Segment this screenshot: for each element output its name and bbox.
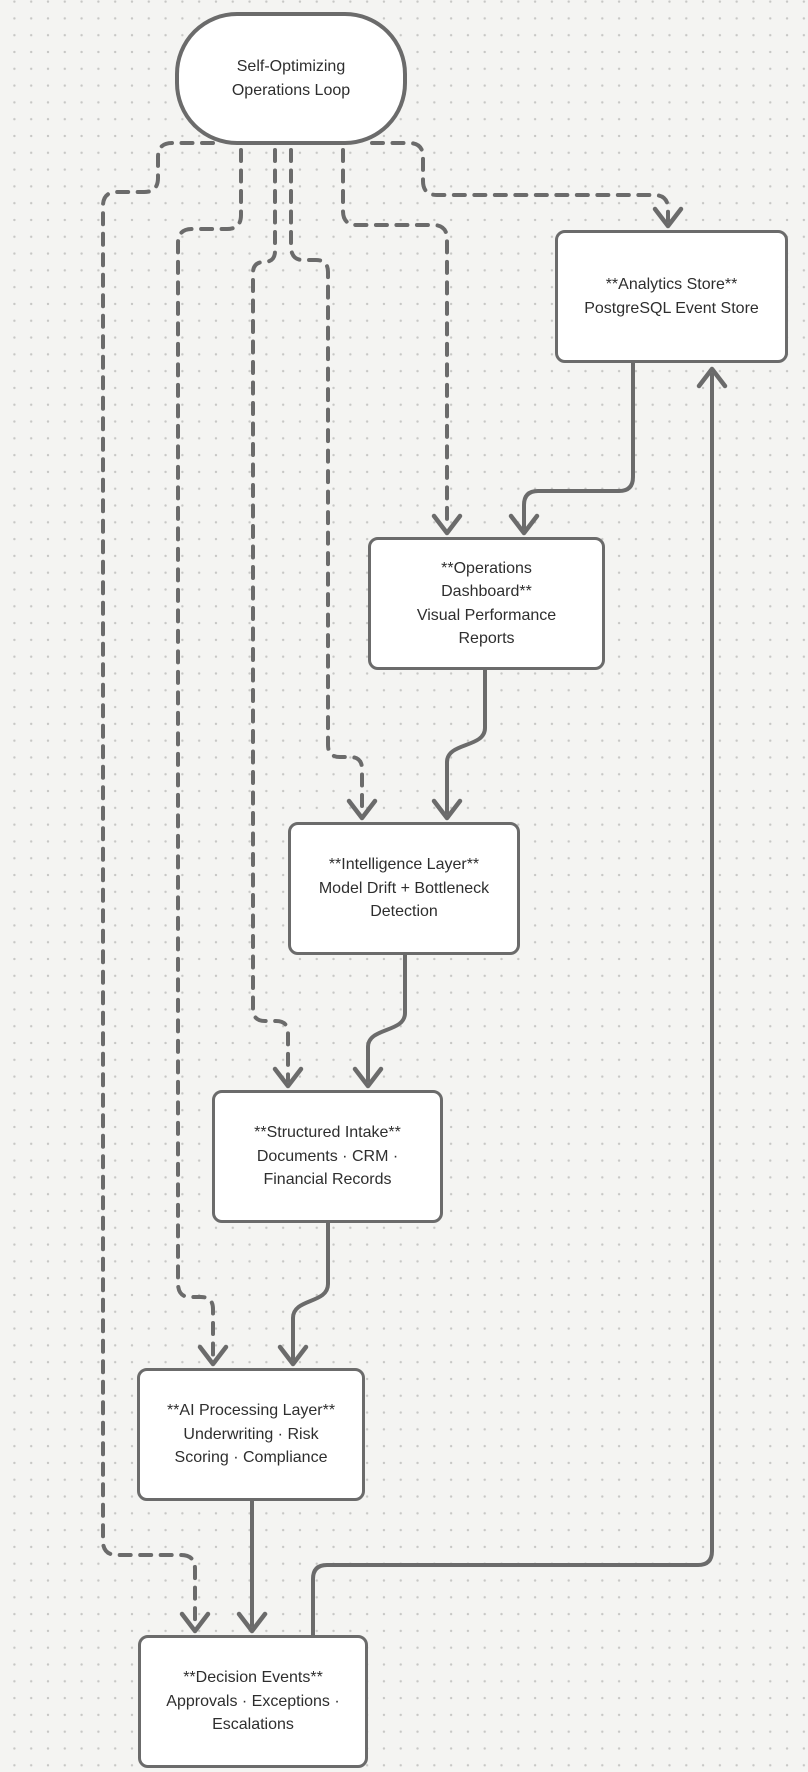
node-self-optimizing-operations-loop: Self-Optimizing Operations Loop	[175, 12, 407, 145]
node-label-line: Dashboard**	[441, 583, 532, 600]
edge-loop-analytics	[370, 141, 670, 222]
arrowhead-ai-decision	[236, 1611, 268, 1634]
edge-loop-decision	[101, 141, 215, 1627]
node-label-line: **AI Processing Layer**	[166, 1402, 336, 1420]
arrowhead-loop-intake	[272, 1066, 304, 1089]
node-label-line: Underwriting · Risk	[183, 1425, 319, 1443]
arrowhead-intake-ai	[277, 1344, 309, 1367]
node-label-line: Detection	[370, 903, 438, 921]
node-structured-intake: **Structured Intake** Documents · CRM · …	[212, 1090, 443, 1223]
arrowhead-loop-decision	[179, 1611, 211, 1634]
arrowhead-loop-dashboard	[431, 513, 463, 536]
arrowhead-decision-analytics	[696, 366, 728, 389]
node-label-line: Self-Optimizing	[236, 58, 346, 75]
node-label-line: Scoring · Compliance	[174, 1449, 328, 1467]
edge-loop-dashboard	[341, 148, 449, 529]
arrowhead-loop-analytics	[652, 206, 684, 229]
node-label-line: Escalations	[212, 1716, 294, 1734]
arrowhead-dashboard-intelligence	[431, 798, 463, 821]
arrowhead-analytics-dashboard	[508, 513, 540, 536]
node-label-line: **Structured Intake**	[254, 1124, 401, 1142]
node-label-line: Approvals · Exceptions ·	[166, 1692, 340, 1710]
node-analytics-store: **Analytics Store** PostgreSQL Event Sto…	[555, 230, 788, 363]
node-operations-dashboard: **Operations Dashboard** Visual Performa…	[368, 537, 605, 670]
edge-loop-ai	[176, 148, 243, 1360]
edge-dashboard-intelligence	[445, 668, 487, 814]
node-label-line: Financial Records	[263, 1171, 392, 1189]
node-label-line: Documents · CRM ·	[256, 1147, 399, 1165]
edge-analytics-dashboard	[522, 361, 635, 529]
node-ai-processing-layer: **AI Processing Layer** Underwriting · R…	[137, 1368, 365, 1501]
node-decision-events: **Decision Events** Approvals · Exceptio…	[138, 1635, 368, 1768]
node-label-line: Visual Performance	[416, 606, 557, 624]
node-label-line: **Decision Events**	[183, 1669, 323, 1687]
node-label-line: PostgreSQL Event Store	[584, 299, 759, 317]
edge-loop-intake	[251, 148, 290, 1082]
node-label-line: **Analytics Store**	[605, 276, 738, 293]
arrowhead-loop-intelligence	[346, 798, 378, 821]
node-label-line: **Operations	[441, 559, 532, 577]
edge-loop-intelligence	[289, 148, 364, 814]
edge-decision-analytics	[311, 373, 714, 1637]
arrowhead-intelligence-intake	[352, 1066, 384, 1089]
node-label-line: Model Drift + Bottleneck	[318, 879, 490, 897]
arrowhead-loop-ai	[197, 1344, 229, 1367]
node-label-line: **Intelligence Layer**	[328, 856, 480, 874]
node-label-line: Operations Loop	[231, 81, 351, 99]
edge-intake-ai	[291, 1221, 330, 1360]
node-label-line: Reports	[458, 630, 515, 647]
node-intelligence-layer: **Intelligence Layer** Model Drift + Bot…	[288, 822, 520, 955]
edge-intelligence-intake	[366, 953, 407, 1082]
